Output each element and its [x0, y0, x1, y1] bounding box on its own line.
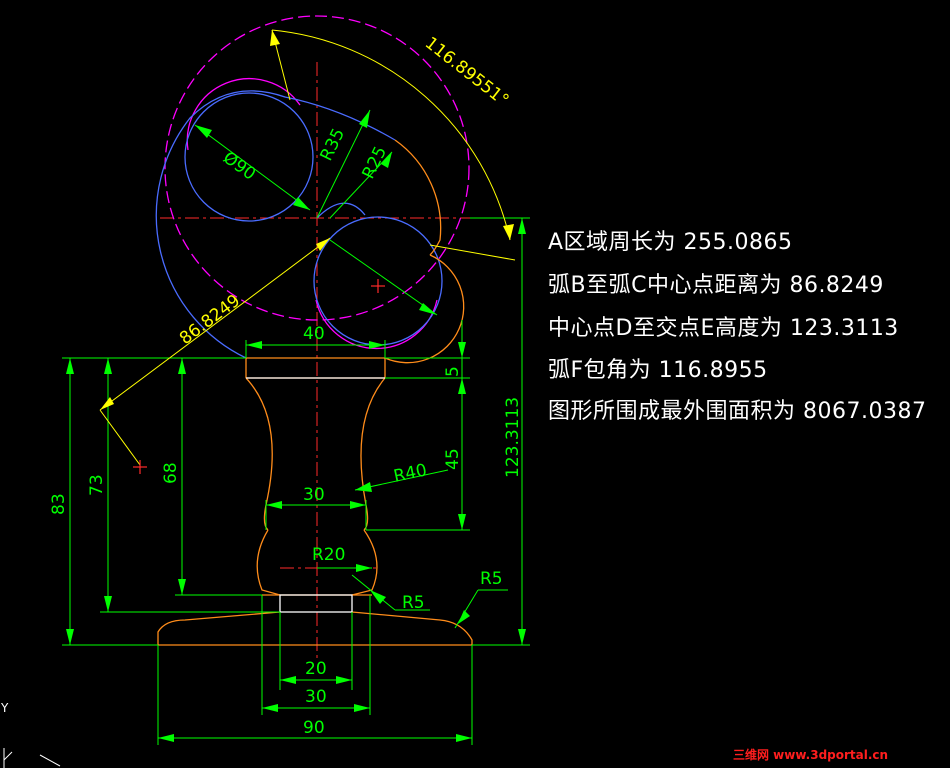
- result-bc-distance: 弧B至弧C中心点距离为 86.8249: [548, 273, 884, 298]
- arrow-r5-outer: [458, 610, 470, 624]
- dim-r5-outer: R5: [480, 569, 503, 589]
- arrow-dia90-a: [195, 125, 212, 138]
- dim-68: 68: [161, 462, 181, 484]
- distance-leader: [99, 237, 331, 411]
- leader-r5-outer: [454, 589, 479, 629]
- green-dimensions: [62, 109, 530, 745]
- dim-r5-inner: R5: [402, 593, 425, 613]
- bulb-right: [351, 529, 378, 596]
- result-a-perimeter: A区域周长为 255.0865: [548, 230, 793, 255]
- base-left: [157, 611, 281, 645]
- dim-123: 123.3113: [503, 397, 523, 478]
- bulb-left: [256, 529, 281, 596]
- arrow-r5-inner: [370, 590, 386, 604]
- dim-83: 83: [49, 493, 69, 515]
- dim-distance: 86.8249: [176, 291, 244, 349]
- arrow-20-l: [280, 676, 296, 684]
- orange-lower-arc: [384, 254, 465, 364]
- yellow-leaders: [99, 29, 516, 466]
- dim-73: 73: [87, 474, 107, 496]
- small-blue-circle-left: [184, 92, 314, 222]
- dim-5: 5: [443, 366, 463, 377]
- leader-dia90: [194, 124, 311, 211]
- arrow-40-l: [246, 341, 262, 349]
- result-f-angle: 弧F包角为 116.8955: [548, 358, 768, 383]
- ucs-icon: Y: [0, 701, 61, 768]
- arrow-30b-r: [354, 704, 370, 712]
- dim-45: 45: [443, 448, 463, 470]
- arrow-123-t: [518, 218, 526, 234]
- stem-block: [279, 594, 353, 613]
- arrow-30b-l: [262, 704, 278, 712]
- arrow-dist-b: [100, 397, 114, 410]
- arrow-40-r: [369, 341, 385, 349]
- ucs-y-label: Y: [0, 701, 9, 715]
- result-de-height: 中心点D至交点E高度为 123.3113: [548, 316, 899, 341]
- dim-dia90: Ø90: [219, 148, 259, 185]
- arrow-r-right: [419, 303, 437, 315]
- base-right: [351, 611, 473, 645]
- dim-r40: R40: [392, 460, 429, 487]
- dim-40: 40: [303, 324, 325, 344]
- magenta-arc-left: [186, 78, 301, 151]
- arrow-90-r: [456, 734, 472, 742]
- collar-right: [363, 504, 369, 531]
- arrow-123-b: [518, 629, 526, 645]
- yellow-arrowheads: [100, 30, 514, 410]
- dim-r35: R35: [317, 125, 350, 164]
- leader-r-right: [329, 239, 438, 316]
- arrow-30m-r: [350, 501, 366, 509]
- blue-connector-arc: [316, 202, 366, 219]
- leader-r25: [329, 151, 393, 219]
- arrow-20-r: [336, 676, 352, 684]
- arrow-r35: [359, 110, 370, 128]
- ucs-arrow-tick: [3, 751, 13, 761]
- arrow-angle-a: [270, 30, 280, 46]
- arrow-r40: [355, 482, 372, 492]
- dim-20: 20: [305, 659, 327, 679]
- distance-leader-tail: [99, 409, 141, 466]
- arrow-83-b: [66, 629, 74, 645]
- arrow-73-t: [104, 358, 112, 374]
- dimension-texts: 40 30 20 30 90 83 73 68 5 45 123.3113 R4…: [49, 125, 523, 738]
- white-lines: [246, 377, 385, 613]
- arrow-angle-b: [503, 224, 514, 240]
- green-arrowheads: [66, 110, 526, 742]
- dim-r20: R20: [312, 545, 345, 565]
- dim-30-mid: 30: [303, 485, 325, 505]
- outer-construction-circle: [164, 15, 470, 321]
- arrow-68-t: [178, 358, 186, 374]
- arrow-83-t: [66, 358, 74, 374]
- arrow-45-b: [458, 514, 466, 530]
- yellow-texts: 116.89551° 86.8249: [176, 33, 512, 349]
- arrow-68-b: [178, 579, 186, 595]
- arrow-dist-a: [316, 238, 330, 251]
- arrow-73-b: [104, 596, 112, 612]
- neck-left-curve: [245, 377, 273, 506]
- angle-arc: [271, 29, 511, 241]
- angle-ext-b: [429, 244, 516, 261]
- arrow-r25: [381, 152, 392, 168]
- arrow-90-l: [158, 734, 174, 742]
- result-outer-area: 图形所围成最外围面积为 8067.0387: [548, 399, 926, 424]
- outer-blue-arc: [155, 90, 396, 359]
- part-outline: [157, 139, 473, 646]
- dim-30-bottom: 30: [305, 687, 327, 707]
- results-block: A区域周长为 255.0865 弧B至弧C中心点距离为 86.8249 中心点D…: [548, 230, 926, 424]
- arrow-r20: [356, 564, 372, 572]
- arrow-5-b: [458, 378, 466, 394]
- arrow-5-t: [458, 342, 466, 358]
- center-marks: [133, 279, 385, 474]
- watermark: 三维网 www.3dportal.cn: [733, 747, 888, 762]
- collar-left: [263, 504, 269, 531]
- leader-r35: [316, 109, 371, 219]
- orange-r35-arc: [394, 139, 442, 256]
- dim-90: 90: [303, 718, 325, 738]
- arrow-dia90-b: [293, 197, 310, 210]
- arrow-30m-l: [266, 501, 282, 509]
- ucs-x-axis: [39, 754, 61, 767]
